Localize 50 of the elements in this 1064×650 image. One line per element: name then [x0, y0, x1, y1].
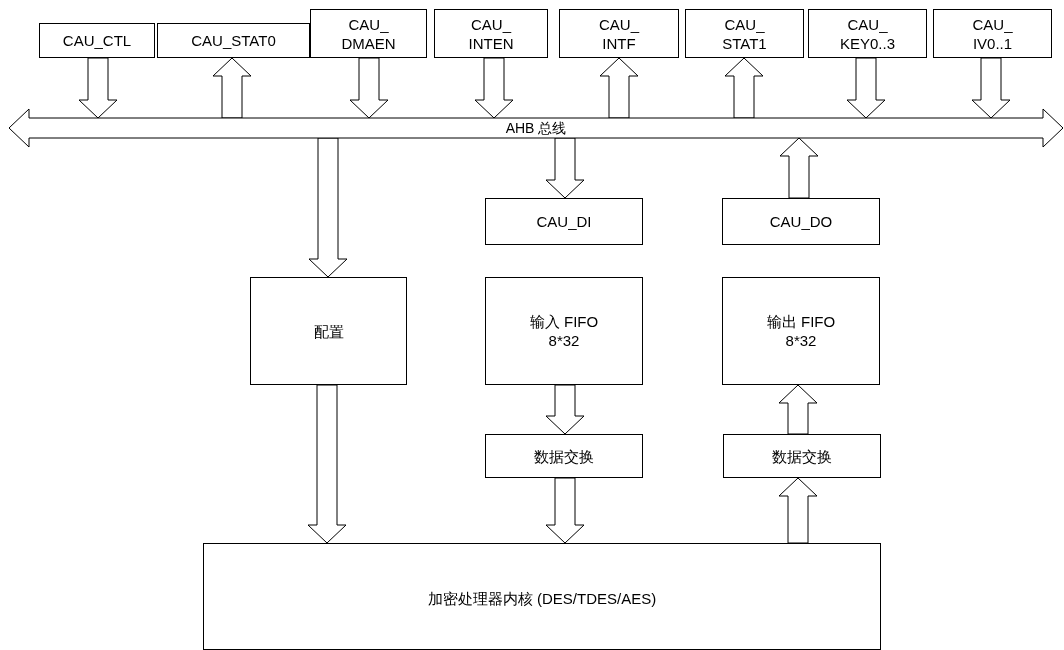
box-label: 数据交换	[772, 446, 832, 466]
box-label: 输入 FIFO 8*32	[528, 312, 600, 350]
block-arrow	[545, 477, 585, 544]
bus-arrow	[8, 108, 1064, 148]
box-label: CAU_ INTEN	[467, 14, 515, 53]
box-label: CAU_STAT0	[191, 31, 276, 50]
box-label: 输出 FIFO 8*32	[765, 312, 837, 350]
box-label: CAU_ DMAEN	[340, 14, 397, 53]
block-arrow	[779, 137, 819, 199]
block-arrow	[308, 137, 348, 278]
process-box	[250, 277, 407, 385]
register-box	[310, 9, 427, 58]
register-box	[808, 9, 927, 58]
box-label: CAU_DI	[536, 212, 592, 231]
box-label: CAU_ IV0..1	[971, 14, 1014, 53]
process-box	[485, 277, 643, 385]
block-arrow	[778, 477, 818, 544]
block-arrow	[545, 137, 585, 199]
block-arrow	[778, 384, 818, 435]
process-box	[722, 277, 880, 385]
register-box	[685, 9, 804, 58]
register-box	[39, 23, 155, 58]
block-arrow	[349, 57, 389, 119]
block-arrow	[545, 384, 585, 435]
box-label: CAU_ KEY0..3	[838, 14, 896, 53]
register-box	[434, 9, 548, 58]
box-label: CAU_ INTF	[598, 14, 641, 53]
register-box	[485, 198, 643, 245]
register-box	[933, 9, 1052, 58]
block-arrow	[846, 57, 886, 119]
block-arrow	[78, 57, 118, 119]
box-label: 数据交换	[534, 446, 594, 466]
block-arrow	[599, 57, 639, 119]
register-box	[559, 9, 679, 58]
box-label: 配置	[313, 321, 344, 341]
box-label: CAU_DO	[769, 212, 833, 231]
block-arrow	[724, 57, 764, 119]
box-label: CAU_CTL	[62, 31, 132, 50]
bus-label: AHB 总线	[505, 120, 567, 136]
block-arrow	[474, 57, 514, 119]
block-arrow	[307, 384, 347, 544]
box-label: 加密处理器内核 (DES/TDES/AES)	[427, 589, 657, 608]
process-box	[485, 434, 643, 478]
processor-core-box	[203, 543, 881, 650]
register-box	[722, 198, 880, 245]
block-arrow	[971, 57, 1011, 119]
block-arrow	[212, 57, 252, 119]
register-box	[157, 23, 310, 58]
process-box	[723, 434, 881, 478]
box-label: CAU_ STAT1	[721, 14, 768, 53]
